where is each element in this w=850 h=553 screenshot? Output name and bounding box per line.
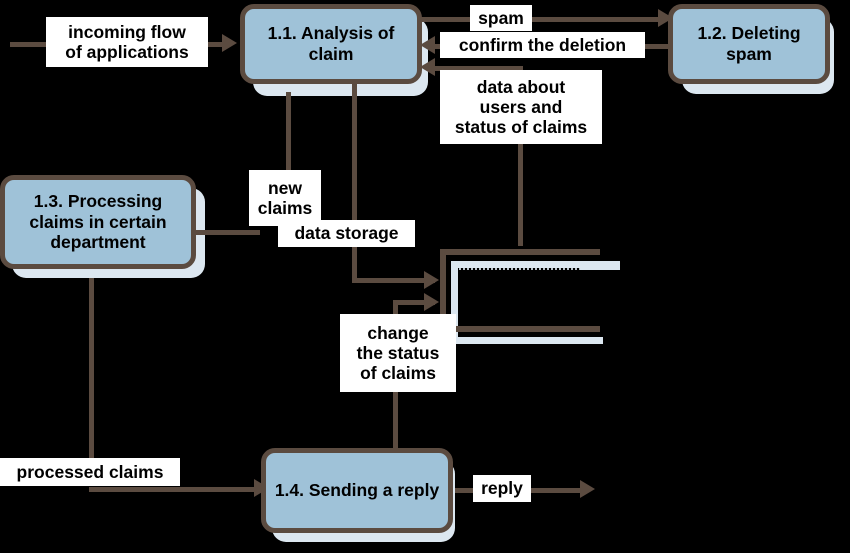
data-store-label-redaction-tail [580,261,620,270]
data-store-label-redaction [459,261,584,270]
flow-arrowhead-reply [580,480,595,498]
data-store-top-bar [440,249,600,255]
flow-label-reply: reply [473,475,531,502]
flow-arrowhead-change-status [424,293,439,311]
flow-label-user-data: data about users and status of claims [440,70,602,144]
flow-arrowhead-data-storage [424,271,439,289]
process-1-4-sending-a-reply[interactable]: 1.4. Sending a reply [261,448,453,533]
flow-label-data-storage: data storage [278,220,415,247]
flow-line-change-status-up [393,300,398,320]
flow-label-new-claims: new claims [249,170,321,226]
data-store-left-edge [440,249,446,332]
process-1-2-deleting-spam[interactable]: 1.2. Deleting spam [668,4,830,84]
flow-label-processed-claims: processed claims [0,458,180,486]
process-1-1-analysis-of-claim[interactable]: 1.1. Analysis of claim [240,4,422,84]
flow-line-processed-claims-vertical [89,278,94,483]
flow-line-new-claims-from-1-3 [180,230,260,235]
flow-label-confirm-deletion: confirm the deletion [440,32,645,58]
flow-arrowhead-incoming-applications [222,34,237,52]
flow-line-processed-claims-horizontal [89,487,261,492]
flow-label-change-status: change the status of claims [340,314,456,392]
data-store-shadow-bottom [451,337,603,344]
flow-line-spam [420,17,665,22]
flow-label-incoming-applications: incoming flow of applications [46,17,208,67]
flow-arrowhead-user-data [420,58,435,76]
flow-line-user-data-vertical [518,66,523,246]
flow-line-data-storage-vertical [352,80,357,283]
process-1-3-processing-claims[interactable]: 1.3. Processing claims in certain depart… [0,175,196,269]
flow-line-data-storage-horizontal [352,278,435,283]
flow-label-spam: spam [470,5,532,31]
flow-line-change-status-down [393,392,398,462]
data-store-bottom-bar [440,326,600,332]
flow-line-user-data-horizontal [428,66,523,71]
flow-line-change-status-horizontal [393,300,435,305]
flow-line-new-claims [286,92,291,174]
flow-arrowhead-confirm-deletion [420,36,435,54]
data-store-shadow-left [451,261,458,344]
